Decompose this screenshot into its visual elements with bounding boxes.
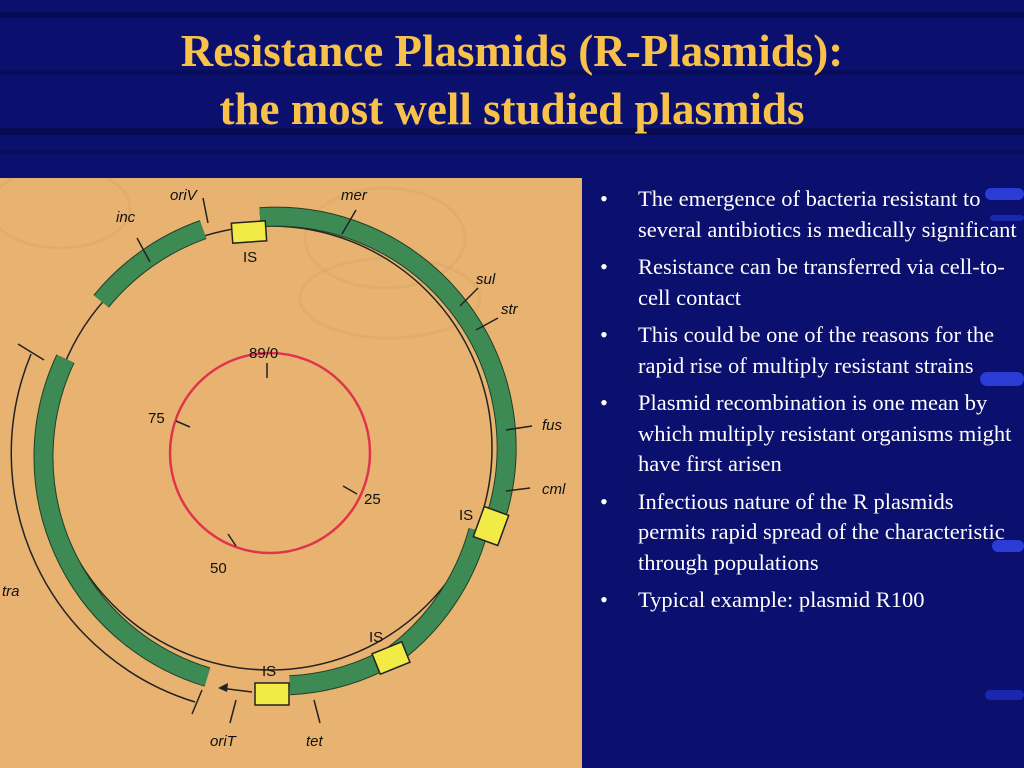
is-element-bottom-right — [371, 640, 411, 676]
bullet-item: • Resistance can be transferred via cell-… — [598, 252, 1018, 313]
bullet-marker: • — [600, 186, 608, 211]
gene-ticks — [136, 197, 533, 724]
bullet-marker: • — [600, 390, 608, 415]
inner-ticks — [175, 363, 358, 547]
title-line-1: Resistance Plasmids (R-Plasmids): — [180, 26, 844, 76]
is-element-right — [472, 505, 510, 547]
bullet-marker: • — [600, 254, 608, 279]
gene-label-oriv: oriV — [170, 187, 199, 204]
bullet-item: • Typical example: plasmid R100 — [598, 585, 1018, 616]
bullet-text: This could be one of the reasons for the… — [638, 322, 995, 378]
inner-map-circle — [168, 351, 372, 555]
is-elements — [230, 220, 510, 706]
is-element-bottom — [254, 682, 290, 706]
gene-label-fus: fus — [542, 417, 563, 434]
bullet-text: The emergence of bacteria resistant to s… — [638, 186, 1017, 242]
gene-label-mer: mer — [341, 187, 368, 204]
gene-label-cml: cml — [542, 481, 566, 498]
gene-label-orit: oriT — [210, 733, 238, 750]
resistance-segments — [33, 206, 517, 696]
inner-tick-label-25: 25 — [364, 491, 381, 508]
bullet-text: Infectious nature of the R plasmids perm… — [638, 488, 1005, 575]
bullet-item: • Infectious nature of the R plasmids per… — [598, 487, 1018, 579]
gene-label-str: str — [501, 301, 519, 318]
is-label-top: IS — [243, 249, 257, 266]
bullet-marker: • — [600, 488, 608, 514]
is-label-bottom-right: IS — [369, 629, 383, 646]
bullet-marker: • — [600, 587, 608, 612]
bullet-item: • The emergence of bacteria resistant to … — [598, 184, 1018, 245]
title-line-2: the most well studied plasmids — [219, 84, 805, 134]
bullet-text: Resistance can be transferred via cell-t… — [638, 254, 1005, 310]
plasmid-map-figure: 89/0 25 50 75 oriV inc mer sul str fus c… — [0, 178, 582, 768]
is-label-bottom: IS — [262, 663, 276, 680]
inner-tick-label-0: 89/0 — [249, 345, 278, 362]
bullet-marker: • — [600, 322, 608, 347]
bullet-text: Typical example: plasmid R100 — [638, 587, 925, 612]
tra-region-arc — [10, 353, 196, 703]
gene-label-tet: tet — [306, 733, 324, 750]
gene-label-sul: sul — [476, 271, 496, 288]
is-element-top — [230, 220, 268, 244]
plasmid-map-diagram: 89/0 25 50 75 oriV inc mer sul str fus c… — [0, 178, 566, 750]
tra-end-bar — [17, 343, 45, 361]
arrow-head-icon — [218, 683, 228, 692]
inner-tick-label-75: 75 — [148, 410, 165, 427]
tra-end-bar — [191, 689, 203, 715]
inner-tick-label-50: 50 — [210, 560, 227, 577]
slide-title: Resistance Plasmids (R-Plasmids): the mo… — [0, 22, 1024, 138]
bullet-item: • Plasmid recombination is one mean by wh… — [598, 388, 1018, 480]
bullet-item: • This could be one of the reasons for th… — [598, 320, 1018, 381]
gene-label-inc: inc — [116, 209, 136, 226]
bullet-text: Plasmid recombination is one mean by whi… — [638, 390, 1012, 476]
gene-label-tra: tra — [2, 583, 20, 600]
is-label-right: IS — [459, 507, 473, 524]
bullet-list: • The emergence of bacteria resistant to … — [598, 184, 1018, 623]
